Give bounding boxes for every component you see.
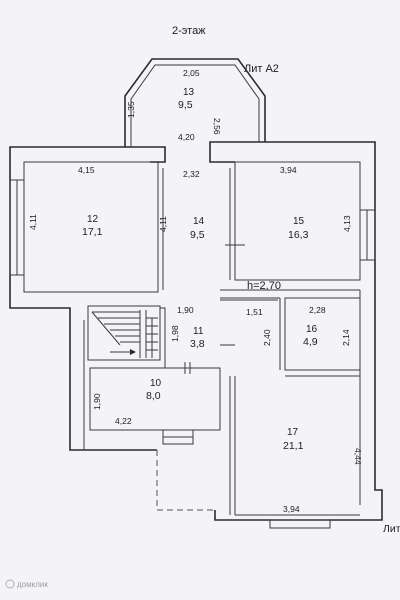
floor-title: 2-этаж [172,25,206,37]
dim-room17-bottom: 3,94 [283,504,300,514]
watermark: домклик [5,579,48,589]
dim-bay-right: 2,56 [212,118,222,135]
dim-room14-top: 2,32 [183,169,200,179]
room-13-number: 13 [183,87,195,98]
dim-bay-base: 4,20 [178,132,195,142]
room-12-area: 17,1 [82,226,103,238]
dim-room15-right: 4,13 [342,215,352,232]
room-10-11-walls [89,307,221,431]
room-11-number: 11 [193,326,204,337]
room-15-area: 16,3 [288,229,309,241]
dim-room12-left: 4,11 [28,214,38,230]
dim-room14-left: 4,11 [158,216,168,232]
lit-edge-label: Лит [383,523,400,535]
room-10-area: 8,0 [146,390,161,402]
dim-151: 1,51 [246,307,263,317]
watermark-logo-icon [5,579,15,589]
room-13-area: 9,5 [178,99,193,111]
room-14-area: 9,5 [190,229,205,241]
window-marks [9,179,376,529]
room-17-area: 21,1 [283,440,304,452]
room-14-number: 14 [193,216,205,227]
dim-corridor-width: 1,90 [177,305,194,315]
dim-bay-left: 1,35 [126,101,136,118]
dim-room16-top: 2,28 [309,305,326,315]
dim-room10-bottom: 4,22 [115,416,132,426]
dim-room15-top: 3,94 [280,165,297,175]
dim-room10-left: 1,90 [92,393,102,410]
staircase [87,305,161,361]
room-15-number: 15 [293,216,305,227]
height-label: h=2,70 [247,280,281,292]
room-10-number: 10 [150,378,162,389]
lit-a2-label: Лит А2 [244,63,279,75]
bay-window-walls [124,58,266,147]
room-12-number: 12 [87,214,99,225]
room-11-area: 3,8 [190,338,205,350]
room-16-17-walls [220,289,361,516]
room-17-number: 17 [287,427,299,438]
room-16-number: 16 [306,324,318,335]
watermark-text: домклик [17,580,48,589]
room-16-area: 4,9 [303,336,318,348]
dim-room17-right: 4,44 [353,448,363,465]
dashed-outline [156,450,215,511]
dim-room11-left: 1,98 [170,325,180,342]
dim-bay-top: 2,05 [183,68,200,78]
dim-room16-right: 2,14 [341,329,351,346]
dim-room12-top: 4,15 [78,165,95,175]
partition-blocks [125,141,265,163]
dim-room16-left: 2,40 [262,329,272,346]
